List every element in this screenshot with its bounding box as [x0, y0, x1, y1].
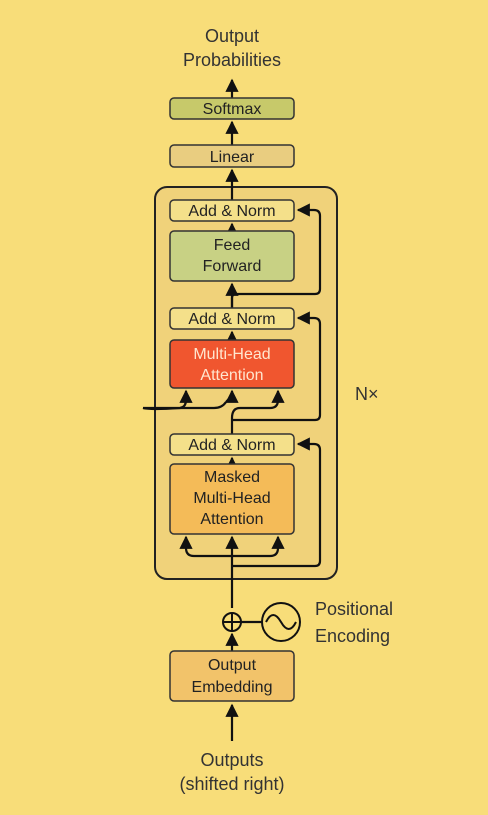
residual-masked	[232, 437, 322, 568]
linear-box	[169, 144, 295, 168]
add-norm-label-bottom: Add & Norm	[188, 437, 275, 454]
mha-label-2: Attention	[200, 367, 263, 384]
multi-head-attention-box	[169, 339, 295, 389]
mha-label-1: Multi-Head	[193, 346, 270, 363]
masked-input-left	[179, 535, 232, 558]
embedding-label-2: Embedding	[192, 679, 273, 696]
encoder-input-v-branch	[143, 401, 227, 410]
outputs-label-1: Outputs	[200, 750, 263, 770]
masked-label-2: Multi-Head	[193, 490, 270, 507]
masked-mha-box	[169, 463, 295, 535]
add-norm-box-middle	[169, 307, 295, 330]
encoder-input-v	[225, 389, 239, 403]
feed-forward-label-1: Feed	[214, 237, 250, 254]
linear-label: Linear	[210, 149, 255, 166]
feed-forward-label-2: Forward	[203, 258, 262, 275]
positional-label-1: Positional	[315, 599, 393, 619]
softmax-label: Softmax	[203, 101, 262, 118]
masked-input-right	[232, 535, 285, 558]
add-norm-box-top	[169, 199, 295, 222]
masked-label-3: Attention	[200, 511, 263, 528]
output-probabilities-line1: Output	[205, 26, 259, 46]
add-norm-label-top: Add & Norm	[188, 203, 275, 220]
output-probabilities-line2: Probabilities	[183, 50, 281, 70]
outputs-label-2: (shifted right)	[179, 774, 284, 794]
add-norm-label-middle: Add & Norm	[188, 311, 275, 328]
embedding-label-1: Output	[208, 657, 257, 674]
residual-mha	[231, 311, 322, 422]
positional-label-2: Encoding	[315, 626, 390, 646]
masked-label-1: Masked	[204, 469, 260, 486]
sine-curve	[265, 614, 297, 630]
add-norm-box-bottom	[169, 433, 295, 456]
query-input	[230, 389, 285, 434]
softmax-box	[169, 97, 295, 120]
nx-label: N×	[355, 384, 379, 404]
feed-forward-box	[169, 230, 295, 282]
output-embedding-box	[169, 650, 295, 702]
